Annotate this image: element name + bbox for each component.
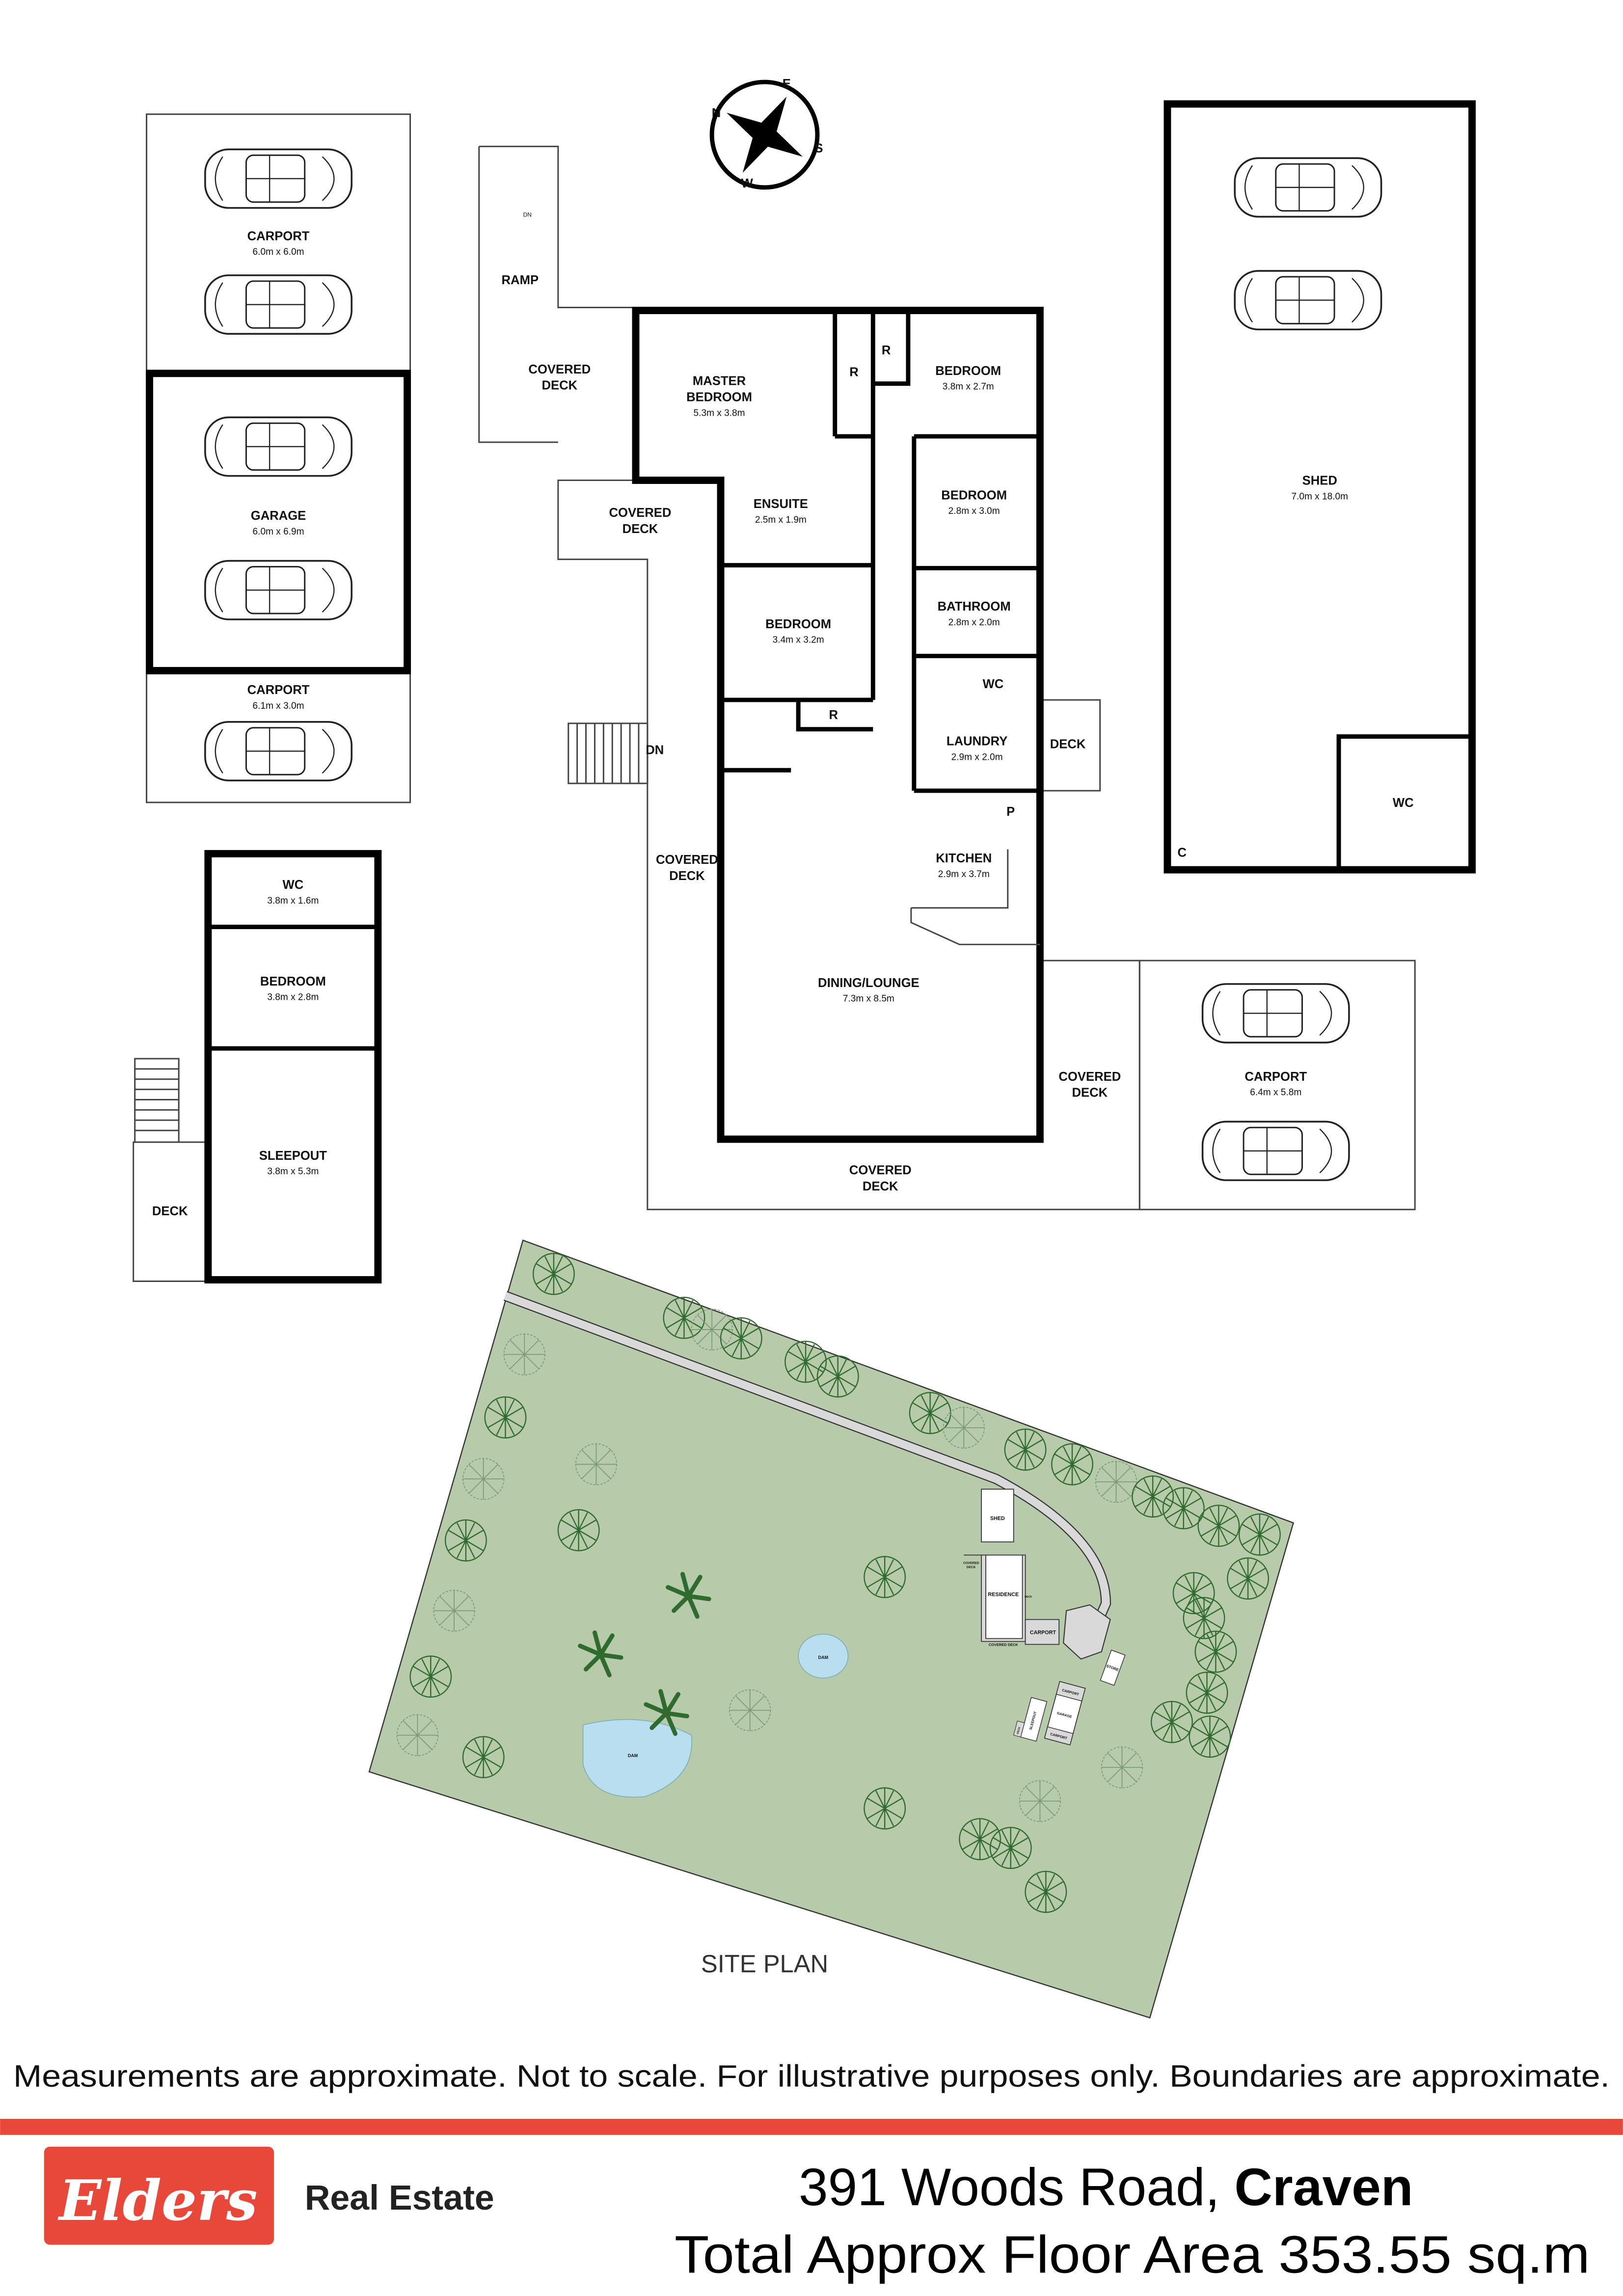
room-label: WC [983,677,1004,691]
site-label: SHED [990,1516,1005,1522]
room-label: BEDROOM [935,364,1001,378]
room-label: DINING/LOUNGE [818,976,920,990]
address: 391 Woods Road, Craven [799,2158,1413,2216]
site-plan-title: SITE PLAN [701,1950,828,1978]
room-label: DECK [542,379,578,393]
room-label: COVERED [609,506,672,520]
site-plan: SHED RESIDENCE COVERED DECK COVERED DECK… [368,1239,1295,2019]
site-label: DECK [1025,1596,1032,1599]
room-label: BEDROOM [765,617,831,631]
site-label: DAM [818,1655,828,1660]
room-label: COVERED [656,853,718,867]
room-dims: 6.0m x 6.9m [253,527,304,537]
room-label: CARPORT [247,229,310,243]
robe-label: R [882,344,891,357]
site-label: DECK [967,1566,976,1569]
room-label: LAUNDRY [947,735,1007,748]
room-dims: 5.3m x 3.8m [694,408,745,418]
room-label: CARPORT [1244,1070,1307,1084]
room-label: ENSUITE [754,497,808,511]
room-dims: 3.8m x 2.8m [267,992,319,1003]
room-label: BEDROOM [686,390,752,404]
room-label: COVERED [1058,1070,1121,1084]
ramp-dn: DN [523,212,532,218]
address-suburb: Craven [1234,2158,1413,2216]
room-dims: 6.4m x 5.8m [1250,1088,1301,1098]
address-street: 391 Woods Road, [799,2158,1235,2216]
room-label: DECK [1050,738,1086,751]
shed-building: SHED 7.0m x 18.0m WC C [1163,100,1476,874]
pantry-label: P [1006,805,1015,819]
compass-s: S [814,141,823,155]
room-label: DECK [863,1180,898,1194]
elders-logo: Elders [44,2146,274,2245]
room-dims: 2.8m x 2.0m [948,617,1000,628]
room-label: BEDROOM [941,488,1007,502]
room-label: DECK [622,522,658,536]
accent-bar [0,2119,1623,2135]
room-label: C [1178,846,1187,859]
room-dims: 2.9m x 3.7m [938,869,990,880]
room-label: GARAGE [251,509,306,523]
room-label: BEDROOM [260,975,326,988]
room-dims: 2.9m x 2.0m [951,752,1003,762]
sleepout-building: WC 3.8m x 1.6m BEDROOM 3.8m x 2.8m SLEEP… [133,850,382,1283]
site-label: CARPORT [1030,1629,1056,1635]
footer: Measurements are approximate. Not to sca… [0,2059,1623,2284]
room-dims: 3.4m x 3.2m [773,635,824,645]
robe-label: R [829,708,838,722]
carport-garage-block: CARPORT 6.0m x 6.0m GARAGE 6.0m x 6.9m C… [146,113,411,803]
room-dims: 6.0m x 6.0m [253,247,304,257]
stairs-dn-label: DN [646,743,664,757]
room-label: COVERED [528,363,591,376]
disclaimer: Measurements are approximate. Not to sca… [13,2059,1610,2093]
total-floor-area: Total Approx Floor Area 353.55 sq.m [675,2225,1590,2284]
room-label: KITCHEN [936,852,992,865]
room-label: DECK [152,1204,188,1218]
room-dims: 2.8m x 3.0m [948,506,1000,516]
room-dims: 6.1m x 3.0m [253,701,304,711]
main-residence: RAMP DN COVERED DECK COVERED DECK MASTER… [478,145,1416,1210]
room-label: SHED [1302,474,1337,488]
compass-n: N [712,107,721,120]
room-label: DECK [669,869,705,883]
room-label: SLEEPOUT [259,1149,327,1163]
room-dims: 3.8m x 2.7m [943,382,994,392]
site-label: COVERED [963,1561,979,1565]
room-label: CARPORT [247,683,310,697]
room-label: COVERED [849,1164,912,1177]
room-label: WC [1393,796,1414,810]
robe-label: R [849,366,859,379]
room-dims: 7.0m x 18.0m [1291,491,1348,502]
room-label: WC [283,878,304,892]
site-label: RESIDENCE [988,1592,1019,1598]
room-dims: 7.3m x 8.5m [843,994,894,1004]
brand-text: Real Estate [305,2178,494,2217]
compass-w: W [741,177,754,190]
site-label: COVERED DECK [989,1642,1019,1647]
site-label: DECK [1017,1727,1022,1735]
room-label: BATHROOM [938,600,1011,614]
room-dims: 3.8m x 5.3m [267,1167,319,1177]
room-dims: 2.5m x 1.9m [755,515,807,525]
compass-e: E [783,77,791,91]
room-label: RAMP [502,273,539,287]
room-dims: 3.8m x 1.6m [267,896,319,906]
logo-text: Elders [57,2168,257,2233]
room-label: DECK [1072,1086,1108,1100]
site-label: DAM [628,1753,638,1758]
compass-icon: N E S W [709,77,823,190]
room-label: MASTER [693,374,746,388]
